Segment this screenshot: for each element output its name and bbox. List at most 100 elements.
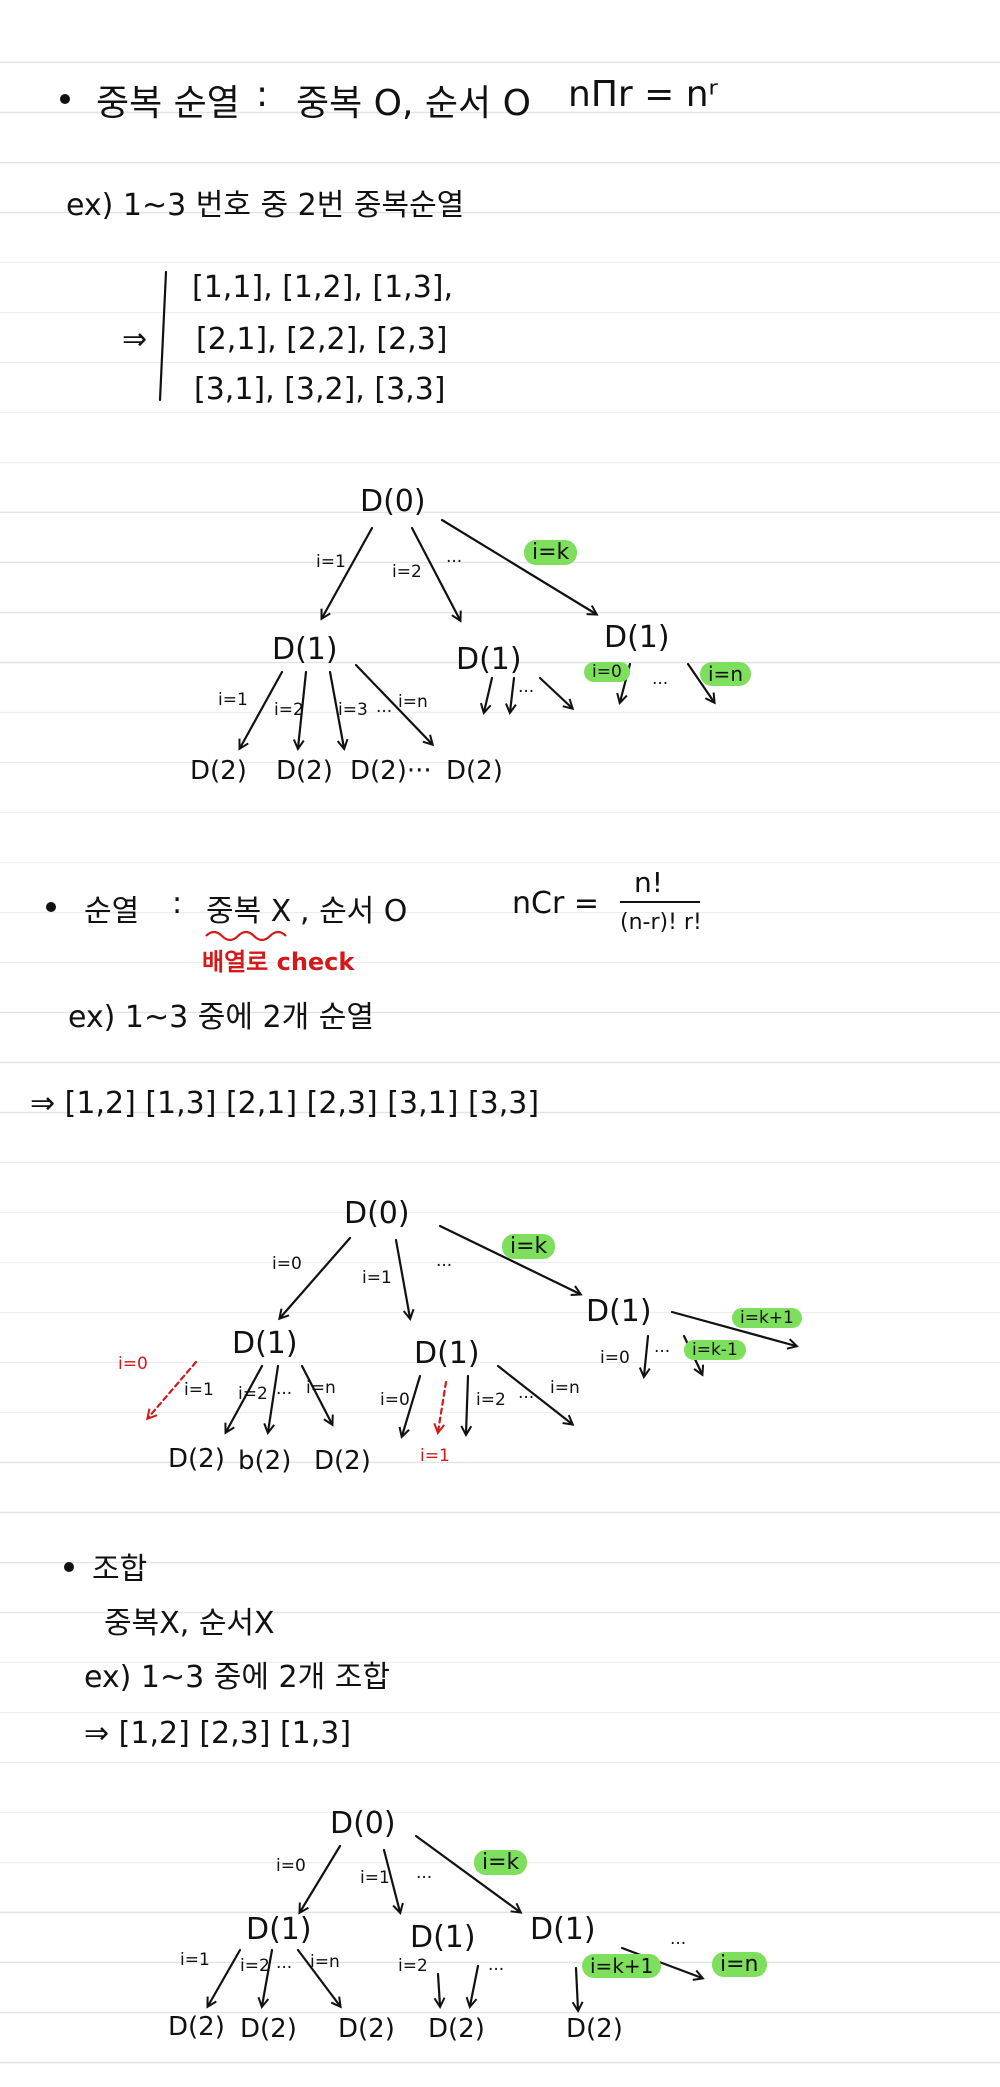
edge-label: i=2	[476, 1390, 506, 1410]
arrow	[484, 676, 494, 712]
edge-label: i=2	[240, 1956, 270, 1976]
edge-label: i=1	[218, 690, 248, 710]
example: ex) 1~3 번호 중 2번 중복순열	[66, 188, 465, 223]
highlight-label: i=k	[474, 1850, 528, 1875]
arrow	[644, 1334, 648, 1376]
tree-leaf: D(2)	[168, 1444, 225, 1474]
arrow	[670, 1310, 796, 1346]
result-row: [1,1], [1,2], [1,3],	[192, 270, 454, 305]
red-underline	[205, 930, 287, 942]
tree-leaf: D(2)	[314, 1446, 371, 1476]
tree-node-level1: D(1)	[246, 1912, 312, 1947]
bullet	[60, 94, 70, 104]
arrow	[280, 1236, 352, 1318]
implies-arrow: ⇒	[122, 322, 148, 357]
red-label: i=0	[118, 1354, 148, 1374]
red-dashed-arrow	[148, 1360, 198, 1418]
formula-denominator: (n-r)! r!	[620, 910, 702, 935]
brace-line	[158, 270, 168, 402]
arrow	[300, 1364, 332, 1424]
arrow	[496, 1364, 572, 1424]
red-note: 배열로 check	[202, 948, 355, 976]
section-desc: 중복X, 순서X	[104, 1606, 275, 1641]
section-title: 중복 순열	[96, 83, 240, 124]
highlight-label: i=k+1	[582, 1954, 662, 1978]
highlight-label: i=k-1	[684, 1340, 746, 1360]
tree-node-level1: D(1)	[414, 1336, 480, 1371]
arrow	[296, 1948, 340, 2006]
arrow	[410, 526, 460, 620]
edge-label: i=1	[316, 552, 346, 572]
ellipsis: ···	[446, 552, 463, 572]
tree-leaf: D(2)	[168, 2012, 225, 2042]
arrow	[576, 1966, 578, 2010]
arrow	[440, 518, 596, 614]
arrow	[438, 1972, 440, 2006]
arrow	[402, 1374, 422, 1436]
formula: nΠr = nʳ	[568, 74, 718, 115]
ellipsis: ···	[416, 1868, 433, 1888]
tree-node-level1: D(1)	[232, 1326, 298, 1361]
arrow	[328, 670, 344, 748]
edge-label: i=2	[274, 700, 304, 720]
arrow	[208, 1948, 242, 2006]
ellipsis: ···	[670, 1934, 687, 1954]
tree-leaf: D(2)	[190, 756, 247, 786]
result-row: [3,1], [3,2], [3,3]	[194, 372, 446, 407]
colon: :	[256, 74, 269, 115]
tree-node-level1: D(1)	[604, 620, 670, 655]
tree-root: D(0)	[330, 1806, 396, 1841]
tree-root: D(0)	[360, 484, 426, 519]
result-line: ⇒ [1,2] [1,3] [2,1] [2,3] [3,1] [3,3]	[30, 1086, 540, 1121]
tree-root: D(0)	[344, 1196, 410, 1231]
arrow	[470, 1964, 480, 2006]
tree-node-level1: D(1)	[456, 642, 522, 677]
edge-label: i=1	[362, 1268, 392, 1288]
edge-label: i=1	[360, 1868, 390, 1888]
tree-leaf: D(2)	[338, 2014, 395, 2044]
ellipsis: ···	[376, 702, 393, 722]
edge-label: i=n	[550, 1378, 580, 1398]
edge-label: i=1	[180, 1950, 210, 1970]
arrow	[620, 1946, 702, 1978]
example: ex) 1~3 중에 2개 순열	[68, 1000, 374, 1035]
arrow	[240, 670, 284, 748]
tree-node-level1: D(1)	[272, 632, 338, 667]
result-line: ⇒ [1,2] [2,3] [1,3]	[84, 1716, 352, 1751]
arrow	[300, 1844, 342, 1912]
arrow	[510, 676, 514, 712]
edge-label: i=n	[310, 1952, 340, 1972]
edge-label: i=3	[338, 700, 368, 720]
edge-label: i=n	[398, 692, 428, 712]
ellipsis: ···	[518, 682, 535, 702]
section-title: 순열	[84, 894, 140, 929]
bullet	[46, 902, 56, 912]
tree-leaf: D(2)···	[350, 756, 432, 786]
arrow	[686, 662, 714, 702]
arrow	[466, 1374, 468, 1434]
ellipsis: ···	[436, 1256, 453, 1276]
section-desc: 중복 O, 순서 O	[296, 83, 531, 124]
tree-leaf: b(2)	[238, 1446, 292, 1476]
tree-leaf: D(2)	[428, 2014, 485, 2044]
result-row: [2,1], [2,2], [2,3]	[196, 322, 448, 357]
arrow	[538, 676, 572, 708]
highlight-label: i=k+1	[732, 1308, 802, 1328]
edge-label: i=2	[238, 1384, 268, 1404]
highlight-label: i=k	[524, 540, 578, 565]
bullet	[64, 1562, 74, 1572]
edge-label: i=2	[398, 1956, 428, 1976]
arrow	[354, 663, 432, 744]
tree-leaf: D(2)	[276, 756, 333, 786]
ellipsis: ···	[518, 1388, 535, 1408]
tree-node-level1: D(1)	[586, 1294, 652, 1329]
arrow	[382, 1848, 400, 1912]
edge-label: i=n	[306, 1378, 336, 1398]
red-dashed-arrow	[438, 1380, 448, 1432]
dup-condition: 중복 X	[206, 894, 292, 929]
section-title: 조합	[92, 1552, 148, 1587]
arrow	[322, 526, 374, 618]
edge-label: i=1	[184, 1380, 214, 1400]
